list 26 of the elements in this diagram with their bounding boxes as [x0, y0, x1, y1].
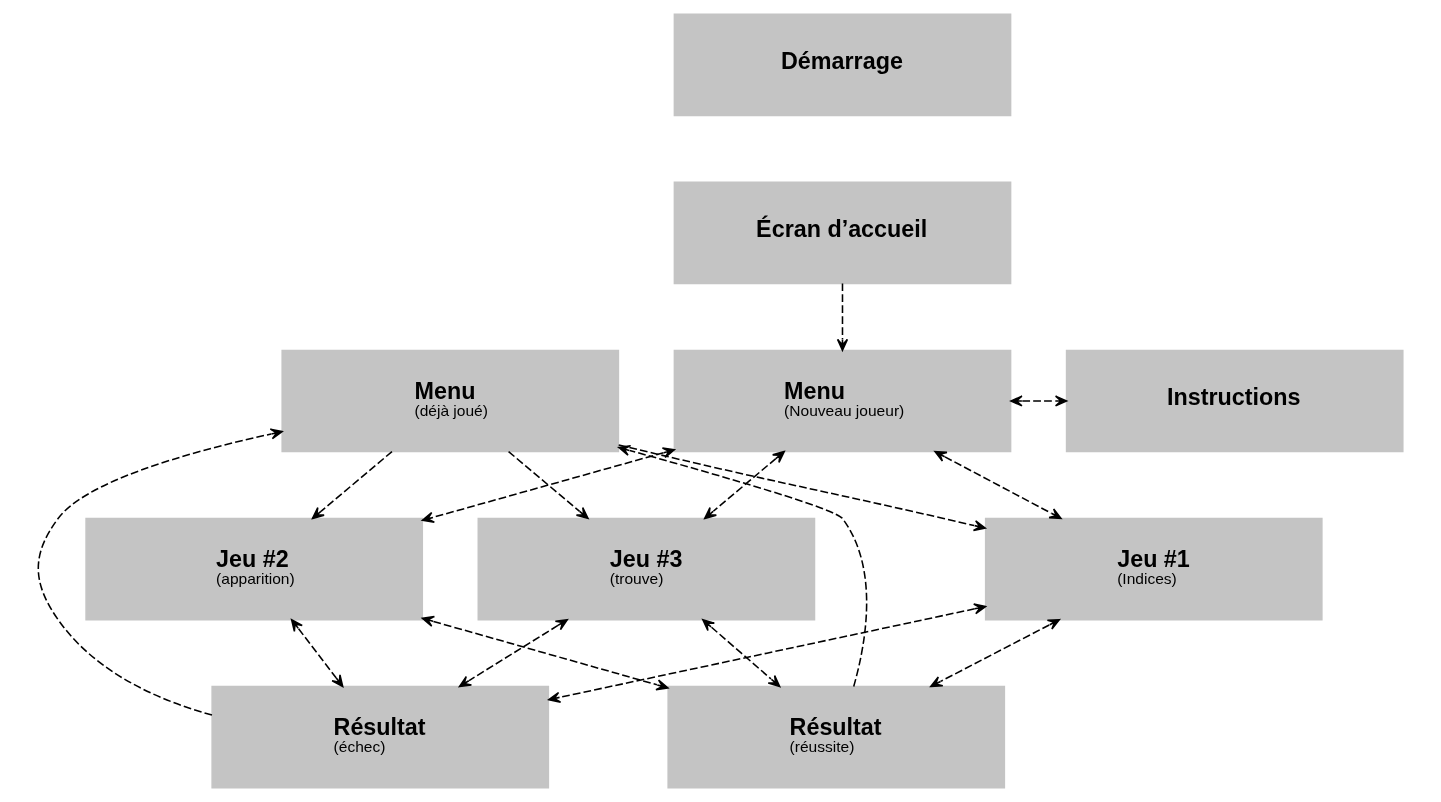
arrow	[548, 603, 987, 703]
arrow	[290, 618, 344, 688]
node-box: Jeu #2 (apparition)	[85, 517, 424, 621]
arrow	[618, 444, 868, 688]
arrow	[458, 618, 569, 688]
node-box: Résultat (réussite)	[667, 685, 1006, 789]
arrow	[934, 450, 1062, 520]
node-box: Résultat (échec)	[211, 685, 550, 789]
arrow	[421, 615, 669, 691]
arrow	[702, 618, 781, 688]
node-box: Jeu #1 (Indices)	[984, 517, 1323, 621]
arrow	[930, 618, 1061, 688]
arrow	[507, 450, 589, 520]
node-box: Menu (déjà joué)	[281, 349, 620, 453]
node-box: Jeu #3 (trouve)	[477, 517, 816, 621]
arrow	[1010, 395, 1068, 407]
arrow	[421, 447, 676, 523]
node-box: Écran d’accueil	[673, 181, 1012, 285]
arrow	[617, 444, 986, 532]
node-box: Instructions	[1065, 349, 1404, 453]
arrow	[836, 282, 849, 352]
node-box: Menu (Nouveau joueur)	[673, 349, 1012, 453]
arrow	[311, 450, 393, 520]
arrow	[704, 450, 785, 520]
arrow	[37, 428, 283, 716]
node-box: Démarrage	[673, 13, 1012, 117]
